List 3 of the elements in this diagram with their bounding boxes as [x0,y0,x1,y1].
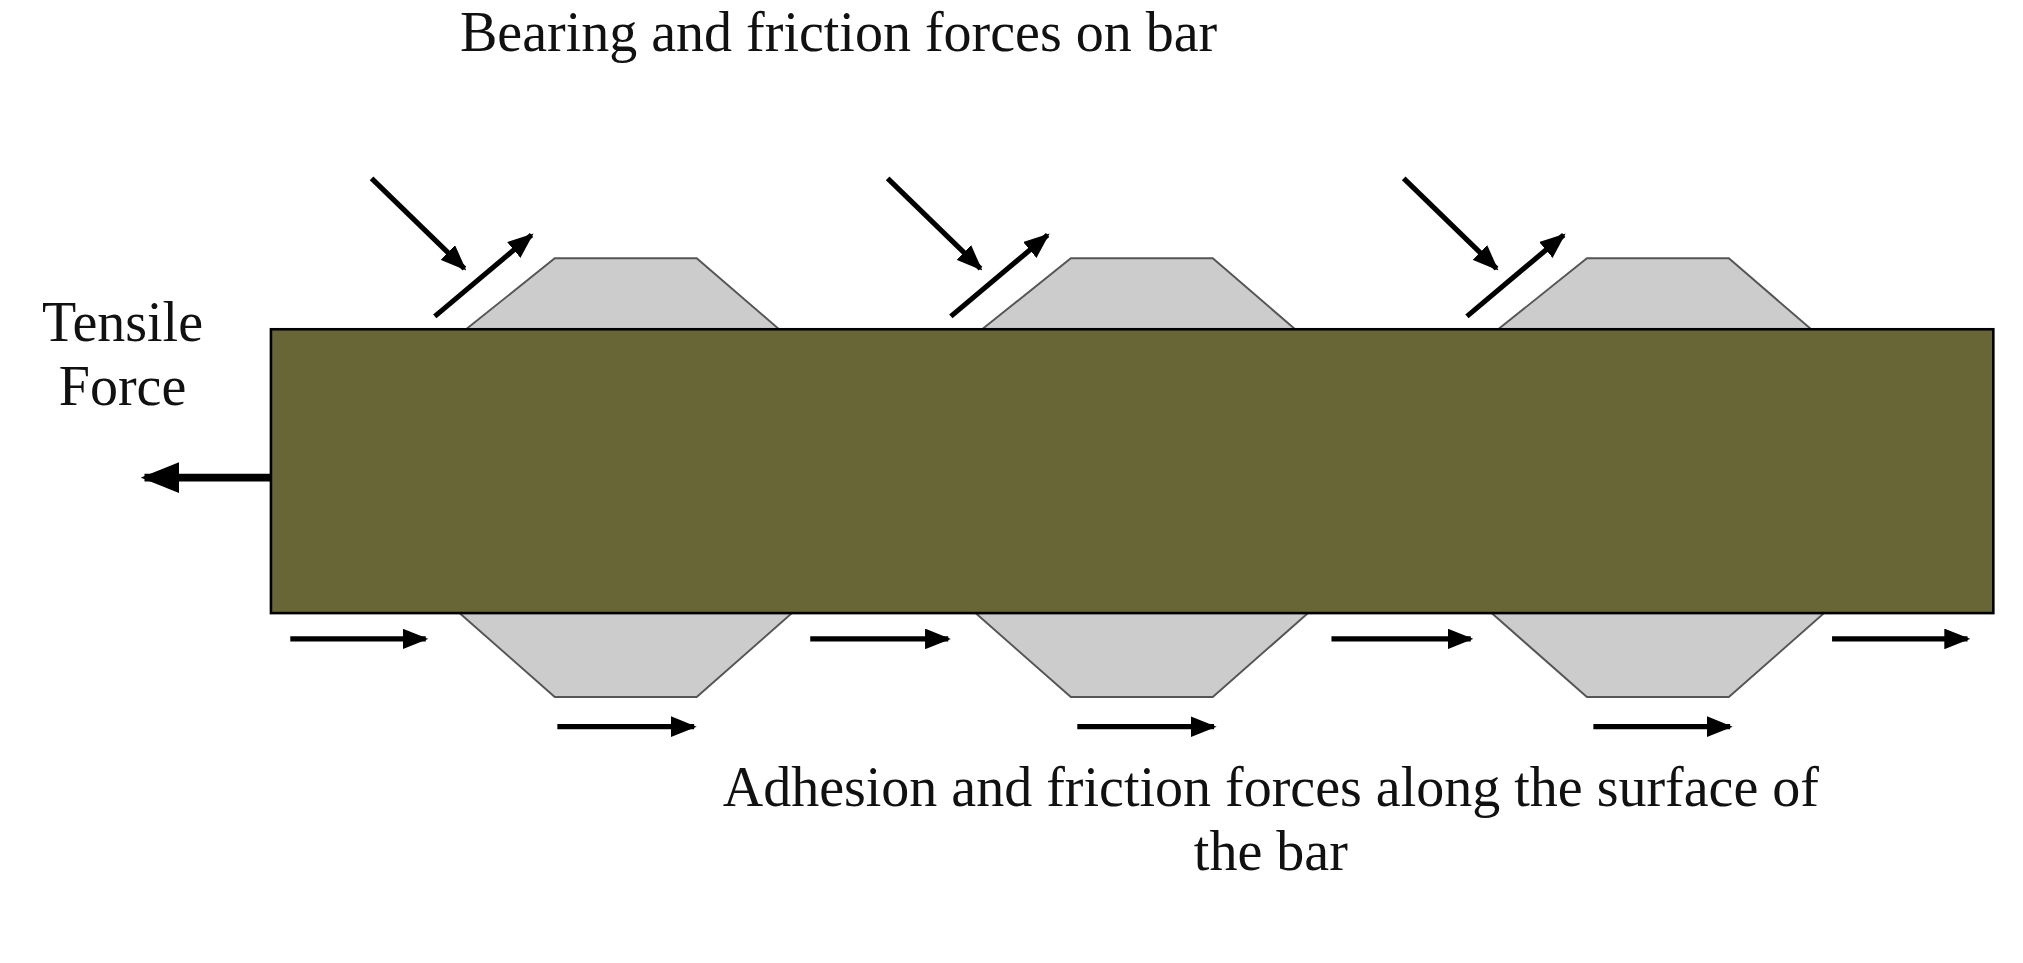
force-label: Bearing and friction forces on bar [458,0,1219,64]
force-label: Tensile Force [41,290,204,419]
force-label: Adhesion and friction forces along the surface of the bar [722,754,1820,883]
